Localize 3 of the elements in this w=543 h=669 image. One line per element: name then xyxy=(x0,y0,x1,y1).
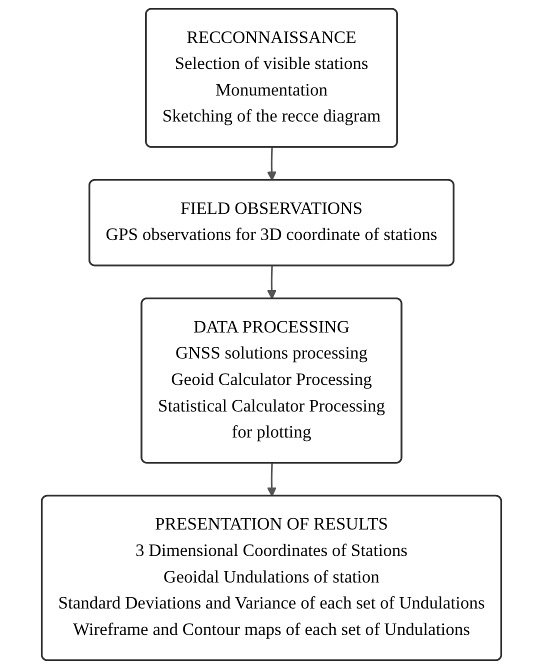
arrow xyxy=(266,147,277,181)
arrow xyxy=(266,463,277,497)
arrow xyxy=(266,266,277,300)
